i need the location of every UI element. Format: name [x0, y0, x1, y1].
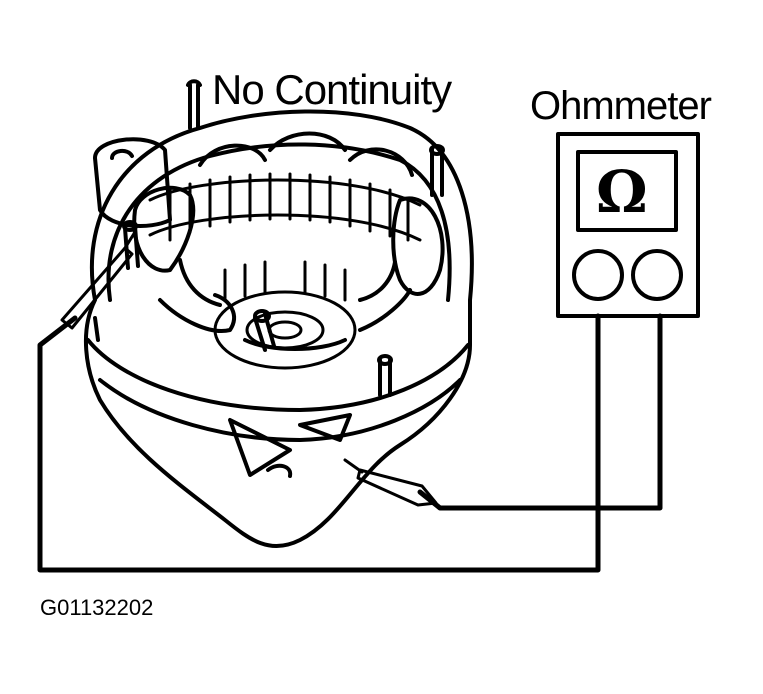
test-leads	[37, 313, 663, 573]
ohmmeter-jack-right	[631, 249, 683, 301]
lead-to-housing	[417, 313, 663, 511]
ohmmeter-display	[576, 150, 678, 232]
stator-core	[148, 172, 422, 242]
ohmmeter-body	[556, 132, 700, 318]
lead-to-stator-terminal	[37, 313, 601, 573]
ohm-symbol-icon: Ω	[596, 158, 648, 226]
ohmmeter-label: Ohmmeter	[530, 84, 712, 128]
probe-right	[356, 468, 438, 507]
no-continuity-label: No Continuity	[212, 66, 452, 113]
figure-id-label: G01132202	[40, 595, 154, 620]
rotor-shaft	[213, 260, 357, 370]
ohmmeter-jack-left	[572, 249, 624, 301]
test-probes	[60, 230, 438, 507]
probe-left	[60, 246, 134, 330]
stator-terminals	[93, 79, 445, 397]
stator-windings	[132, 131, 445, 351]
alternator-housing	[84, 109, 474, 549]
